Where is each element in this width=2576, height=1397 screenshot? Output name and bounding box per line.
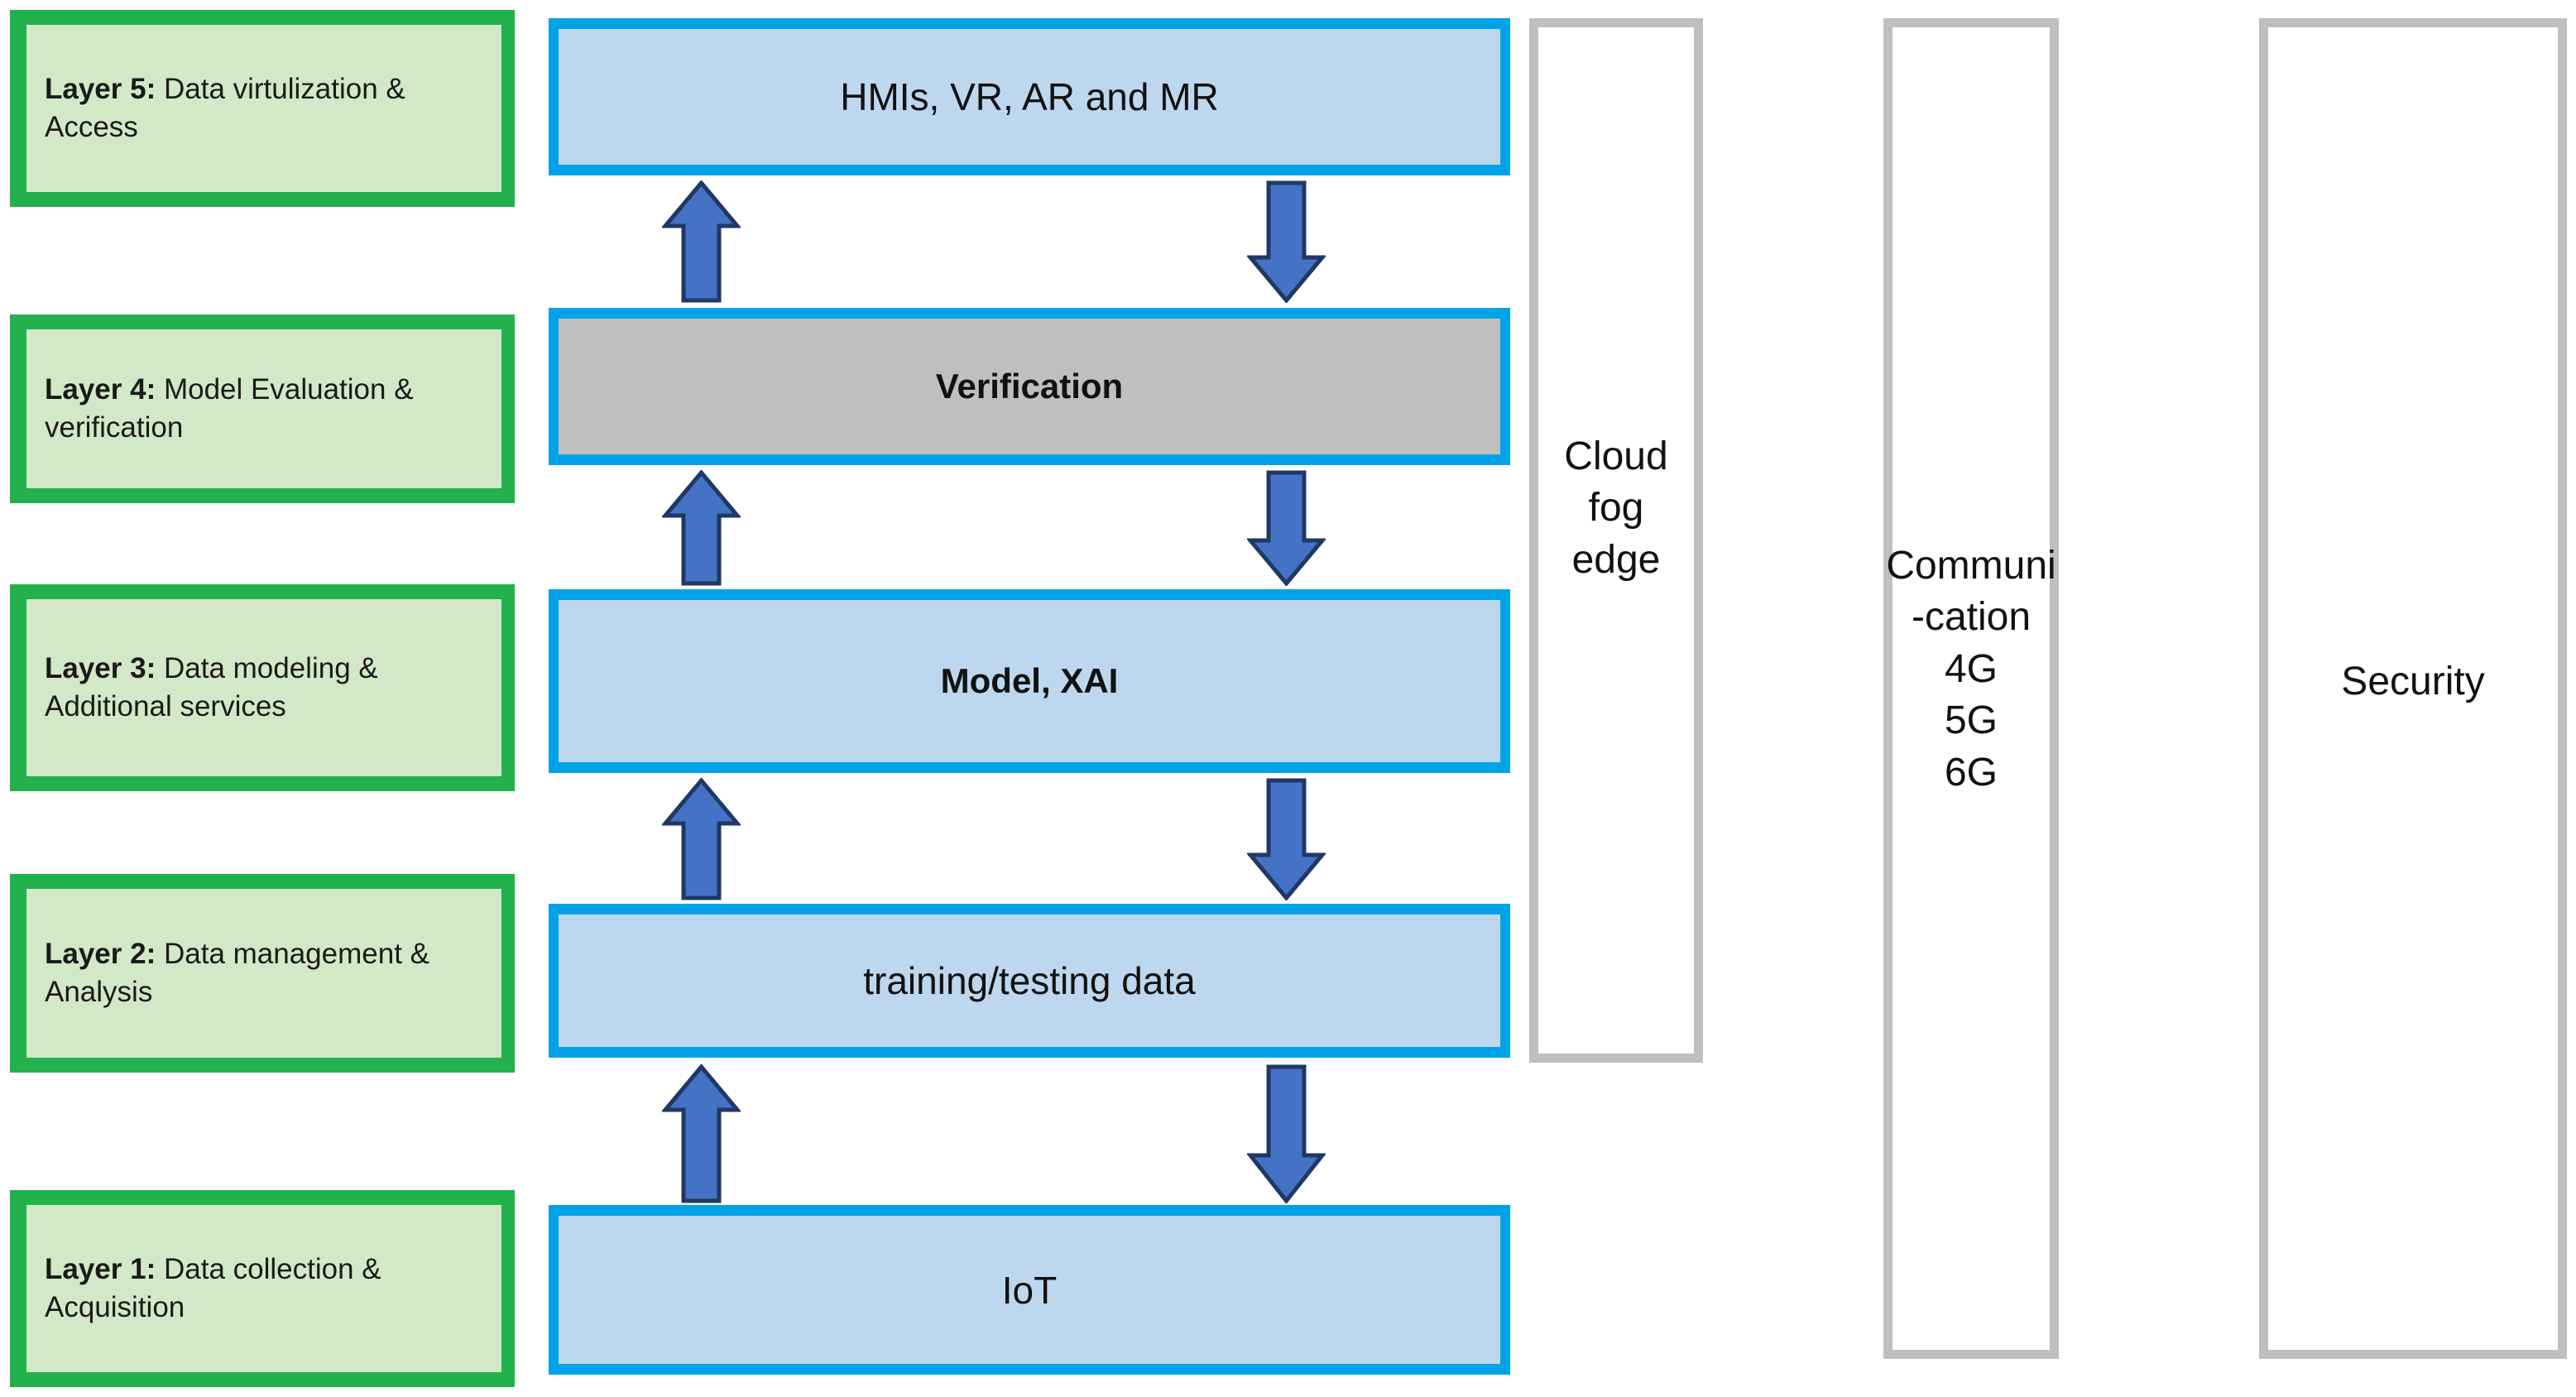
layer-prefix-layer1: Layer 1:	[45, 1252, 156, 1285]
stack-box-inner: HMIs, VR, AR and MR	[559, 29, 1500, 165]
layer-label-layer2: Layer 2: Data management & Analysis	[45, 935, 483, 1011]
layer-desc-layer3: Data modeling & Additional services	[45, 651, 378, 723]
layer-prefix-layer2: Layer 2:	[45, 937, 156, 970]
stack-label-training: training/testing data	[863, 959, 1196, 1002]
layer-prefix-layer3: Layer 3:	[45, 651, 156, 684]
stack-label-model: Model, XAI	[940, 661, 1119, 700]
stack-box-hmi[interactable]: HMIs, VR, AR and MR	[549, 18, 1510, 175]
layer-label-layer1: Layer 1: Data collection & Acquisition	[45, 1251, 483, 1327]
stack-box-inner: training/testing data	[559, 915, 1500, 1047]
stack-label-verification: Verification	[935, 367, 1124, 406]
layer-box-layer4[interactable]: Layer 4: Model Evaluation & verification	[10, 314, 515, 503]
layer-desc-layer1: Data collection & Acquisition	[45, 1252, 381, 1323]
arrow-down-model	[1247, 778, 1326, 900]
arrow-down-hmi	[1247, 180, 1326, 303]
stack-label-hmi: HMIs, VR, AR and MR	[840, 75, 1219, 118]
layer-desc-layer2: Data management & Analysis	[45, 937, 429, 1008]
side-panel-label-cloud: Cloud fog edge	[1564, 434, 1668, 582]
layer-box-inner: Layer 3: Data modeling & Additional serv…	[26, 599, 501, 776]
arrow-down-verification	[1247, 470, 1326, 586]
side-panel-label-security: Security	[2341, 660, 2485, 703]
layer-box-inner: Layer 5: Data virtulization & Access	[26, 25, 501, 192]
layer-desc-layer5: Data virtulization & Access	[45, 72, 405, 143]
layer-desc-layer4: Model Evaluation & verification	[45, 372, 414, 444]
stack-label-iot: IoT	[1001, 1268, 1058, 1312]
side-panel-label-communication: Communi -cation 4G 5G 6G	[1886, 544, 2056, 795]
layer-box-layer5[interactable]: Layer 5: Data virtulization & Access	[10, 10, 515, 207]
stack-box-inner: Verification	[559, 319, 1500, 454]
stack-box-verification[interactable]: Verification	[549, 308, 1510, 465]
stack-box-training[interactable]: training/testing data	[549, 904, 1510, 1058]
side-panel-communication[interactable]: Communi -cation 4G 5G 6G	[1883, 18, 2059, 1359]
side-panel-cloud[interactable]: Cloud fog edge	[1529, 18, 1703, 1063]
stack-box-inner: IoT	[559, 1216, 1500, 1364]
arrow-up-verification	[662, 470, 741, 586]
arrow-down-training	[1247, 1064, 1326, 1203]
layer-prefix-layer5: Layer 5:	[45, 72, 156, 105]
layer-box-inner: Layer 1: Data collection & Acquisition	[26, 1205, 501, 1372]
layer-box-inner: Layer 2: Data management & Analysis	[26, 889, 501, 1058]
stack-box-iot[interactable]: IoT	[549, 1205, 1510, 1375]
layer-label-layer4: Layer 4: Model Evaluation & verification	[45, 371, 483, 447]
side-panel-security[interactable]: Security	[2259, 18, 2567, 1359]
arrow-up-hmi	[662, 180, 741, 303]
arrow-up-model	[662, 778, 741, 900]
stack-box-model[interactable]: Model, XAI	[549, 589, 1510, 773]
layer-box-inner: Layer 4: Model Evaluation & verification	[26, 329, 501, 488]
stack-box-inner: Model, XAI	[559, 600, 1500, 762]
layer-label-layer3: Layer 3: Data modeling & Additional serv…	[45, 650, 483, 726]
layer-box-layer3[interactable]: Layer 3: Data modeling & Additional serv…	[10, 584, 515, 791]
arrow-up-training	[662, 1064, 741, 1203]
layer-box-layer2[interactable]: Layer 2: Data management & Analysis	[10, 874, 515, 1073]
layer-prefix-layer4: Layer 4:	[45, 372, 156, 406]
layer-label-layer5: Layer 5: Data virtulization & Access	[45, 70, 483, 146]
layer-box-layer1[interactable]: Layer 1: Data collection & Acquisition	[10, 1190, 515, 1387]
